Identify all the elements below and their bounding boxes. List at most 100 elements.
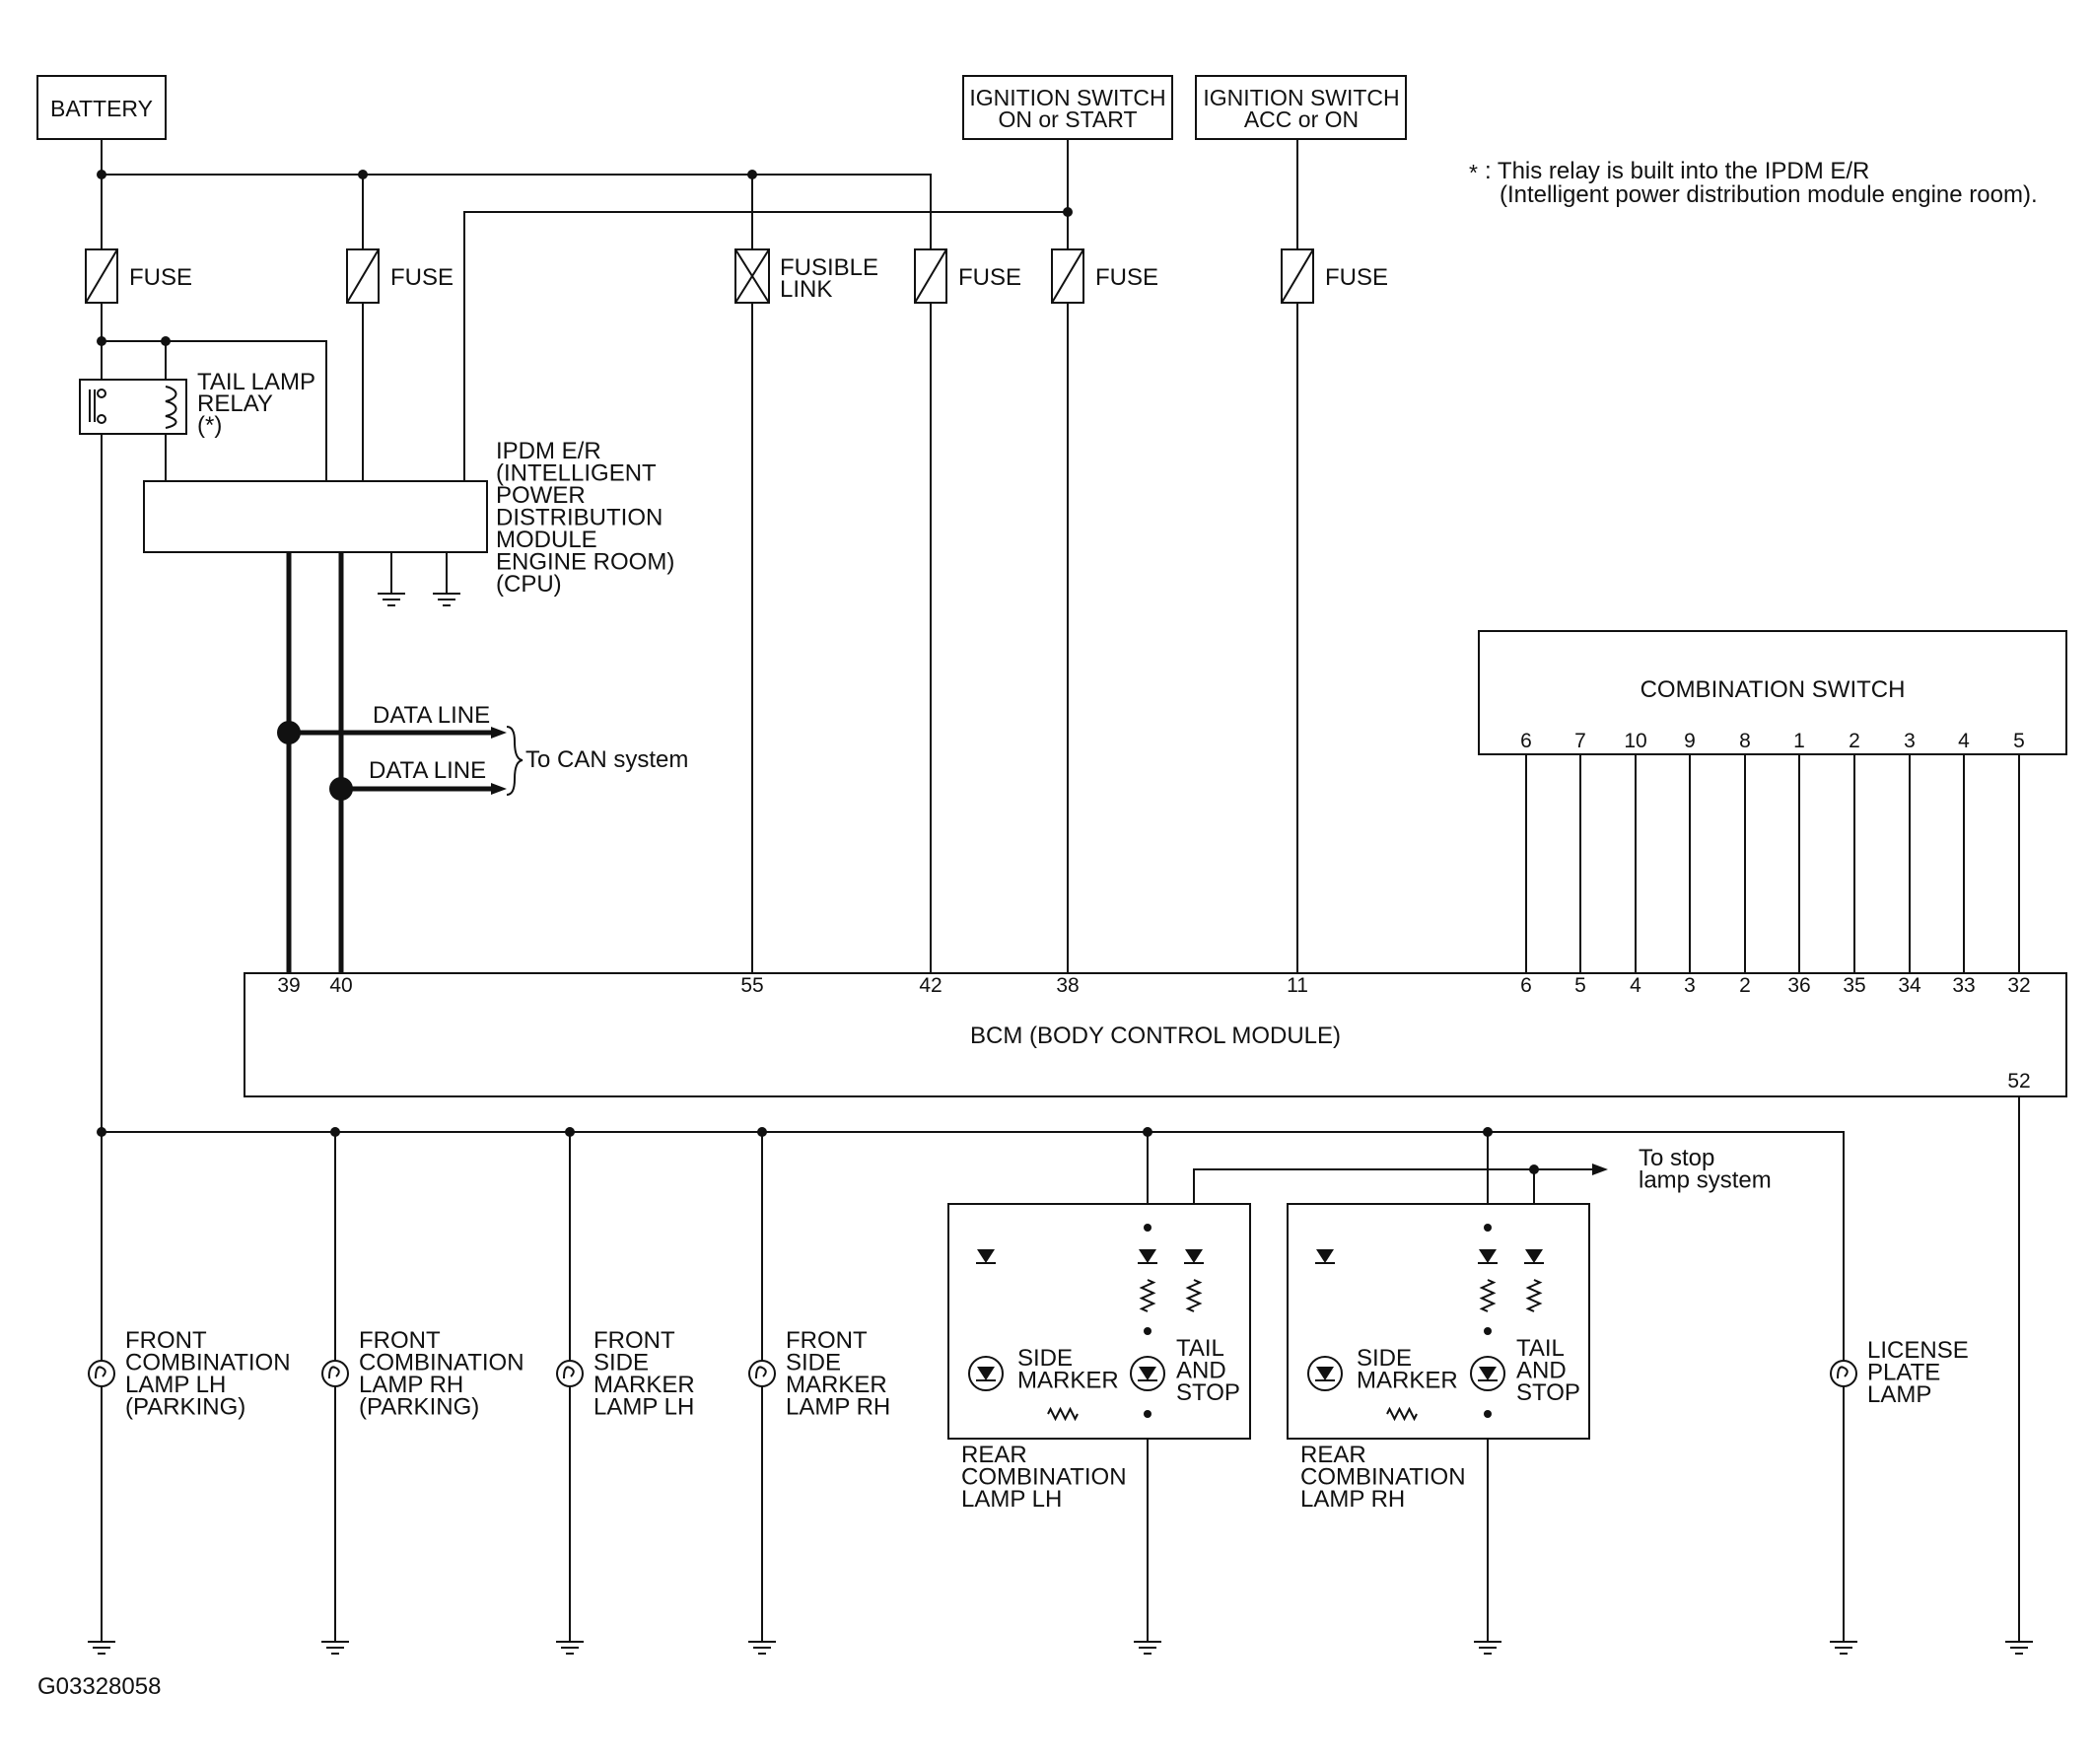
diode-icon bbox=[977, 1249, 995, 1263]
led-lamp-icon bbox=[1139, 1367, 1156, 1380]
front-lamp-label: LAMP RH bbox=[786, 1394, 890, 1421]
front-lamp-label: LAMP LH bbox=[593, 1394, 694, 1421]
bulb-icon bbox=[95, 1366, 106, 1379]
junction-dot bbox=[161, 336, 171, 346]
resistor-icon bbox=[1185, 1279, 1203, 1312]
tail-lamp-relay-label: RELAY bbox=[197, 390, 273, 417]
rear-combination-lamp-box bbox=[1287, 1203, 1590, 1440]
bcm-pin: 3 bbox=[1684, 974, 1696, 997]
fusible-link-icon bbox=[734, 248, 770, 304]
resistor-icon bbox=[1386, 1406, 1418, 1422]
ipdm-label: (CPU) bbox=[496, 571, 562, 598]
bcm-pin: 32 bbox=[2007, 974, 2030, 997]
tail-and-stop-label: STOP bbox=[1516, 1379, 1580, 1406]
bulb-icon bbox=[556, 1360, 584, 1387]
ignition-on-start-label: IGNITION SWITCH bbox=[969, 85, 1165, 110]
resistor-icon bbox=[1139, 1279, 1156, 1312]
bcm-pin: 4 bbox=[1630, 974, 1641, 997]
junction-dot bbox=[1483, 1127, 1493, 1137]
junction-dot bbox=[1484, 1410, 1492, 1418]
front-lamp-label: LAMP LH bbox=[125, 1372, 226, 1398]
junction-dot bbox=[1484, 1327, 1492, 1335]
relay-coil-icon bbox=[165, 386, 177, 429]
resistor-icon bbox=[1047, 1406, 1079, 1422]
bcm-pin: 38 bbox=[1056, 974, 1079, 997]
diode-icon bbox=[1316, 1249, 1334, 1263]
fuse-label: FUSE bbox=[129, 264, 192, 291]
front-lamp-label: SIDE bbox=[786, 1350, 841, 1376]
bulb-icon bbox=[1830, 1360, 1857, 1387]
wires bbox=[101, 139, 2020, 1642]
ipdm-label: MODULE bbox=[496, 527, 597, 553]
front-lamp-label: FRONT bbox=[786, 1327, 868, 1354]
led-lamp-icon bbox=[1479, 1367, 1497, 1380]
ignition-acc-on-box bbox=[1195, 75, 1407, 140]
figure-id: G03328058 bbox=[37, 1673, 161, 1700]
data-line-junction-dot bbox=[277, 721, 301, 744]
relay-contact-icon bbox=[97, 388, 106, 398]
junction-dot bbox=[1529, 1164, 1539, 1174]
junction-dot bbox=[1144, 1224, 1152, 1232]
combination-switch-pin: 9 bbox=[1684, 730, 1696, 752]
combination-switch-pin: 4 bbox=[1958, 730, 1970, 752]
tail-lamp-relay-box bbox=[79, 379, 187, 435]
tail-and-stop-label: STOP bbox=[1176, 1379, 1240, 1406]
battery-bus-wire bbox=[102, 174, 932, 249]
junction-dot bbox=[97, 1127, 106, 1137]
arrow-right-icon bbox=[491, 727, 507, 739]
brace-icon bbox=[506, 726, 524, 796]
fuse-label: FUSE bbox=[390, 264, 454, 291]
data-line-label: DATA LINE bbox=[373, 702, 490, 729]
junction-dot bbox=[565, 1127, 575, 1137]
junction-dot bbox=[1144, 1410, 1152, 1418]
fusible-link-label: FUSIBLE bbox=[780, 254, 878, 281]
battery-label: BATTERY bbox=[50, 96, 153, 121]
combination-switch-pin: 5 bbox=[2013, 730, 2025, 752]
side-marker-label: SIDE bbox=[1017, 1345, 1073, 1372]
bcm-pin: 36 bbox=[1787, 974, 1810, 997]
tail-lamp-relay-label: TAIL LAMP bbox=[197, 369, 315, 395]
stop-lamp-label: lamp system bbox=[1639, 1167, 1772, 1194]
front-lamp-label: COMBINATION bbox=[359, 1350, 524, 1376]
relay-contact-icon bbox=[97, 414, 106, 424]
rear-combination-lamp-label: LAMP LH bbox=[961, 1486, 1062, 1513]
junction-dot bbox=[97, 336, 106, 346]
data-line-junction-dot bbox=[329, 777, 353, 801]
junction-dot bbox=[1143, 1127, 1152, 1137]
junction-dot bbox=[757, 1127, 767, 1137]
rear-combination-lamp-label: LAMP RH bbox=[1300, 1486, 1405, 1513]
front-lamp-label: MARKER bbox=[786, 1372, 887, 1398]
resistor-icon bbox=[1525, 1279, 1543, 1312]
junction-dot bbox=[1484, 1224, 1492, 1232]
resistor-icon bbox=[1479, 1279, 1497, 1312]
bulb-icon bbox=[321, 1360, 349, 1387]
bcm-pin: 35 bbox=[1843, 974, 1865, 997]
ipdm-label: POWER bbox=[496, 482, 586, 509]
tail-and-stop-label: AND bbox=[1516, 1358, 1567, 1384]
bcm-pin: 40 bbox=[329, 974, 352, 997]
bcm-pin: 33 bbox=[1952, 974, 1975, 997]
license-plate-lamp-label: LICENSE bbox=[1867, 1337, 1969, 1364]
combination-switch-pin: 2 bbox=[1849, 730, 1860, 752]
combination-switch-title: COMBINATION SWITCH bbox=[1640, 676, 1906, 703]
front-lamp-label: (PARKING) bbox=[359, 1394, 479, 1421]
bulb-icon bbox=[1837, 1366, 1849, 1379]
bulb-icon bbox=[755, 1366, 767, 1379]
rear-combination-lamp-box bbox=[947, 1203, 1251, 1440]
tail-and-stop-label: TAIL bbox=[1176, 1335, 1224, 1362]
diode-icon bbox=[1185, 1249, 1203, 1263]
bcm-pin: 6 bbox=[1520, 974, 1532, 997]
side-marker-label: MARKER bbox=[1357, 1368, 1458, 1394]
tail-lamp-bus-wire bbox=[102, 1131, 1845, 1642]
bulb-icon bbox=[563, 1366, 575, 1379]
rear-combination-lamp-label: REAR bbox=[961, 1442, 1027, 1468]
bcm-pin: 39 bbox=[277, 974, 300, 997]
combination-switch-pin: 3 bbox=[1904, 730, 1916, 752]
front-lamp-label: (PARKING) bbox=[125, 1394, 245, 1421]
license-plate-lamp-label: LAMP bbox=[1867, 1381, 1931, 1408]
ipdm-label: DISTRIBUTION bbox=[496, 505, 663, 531]
components bbox=[36, 75, 2067, 1655]
battery-box bbox=[36, 75, 167, 140]
diode-icon bbox=[1139, 1249, 1156, 1263]
